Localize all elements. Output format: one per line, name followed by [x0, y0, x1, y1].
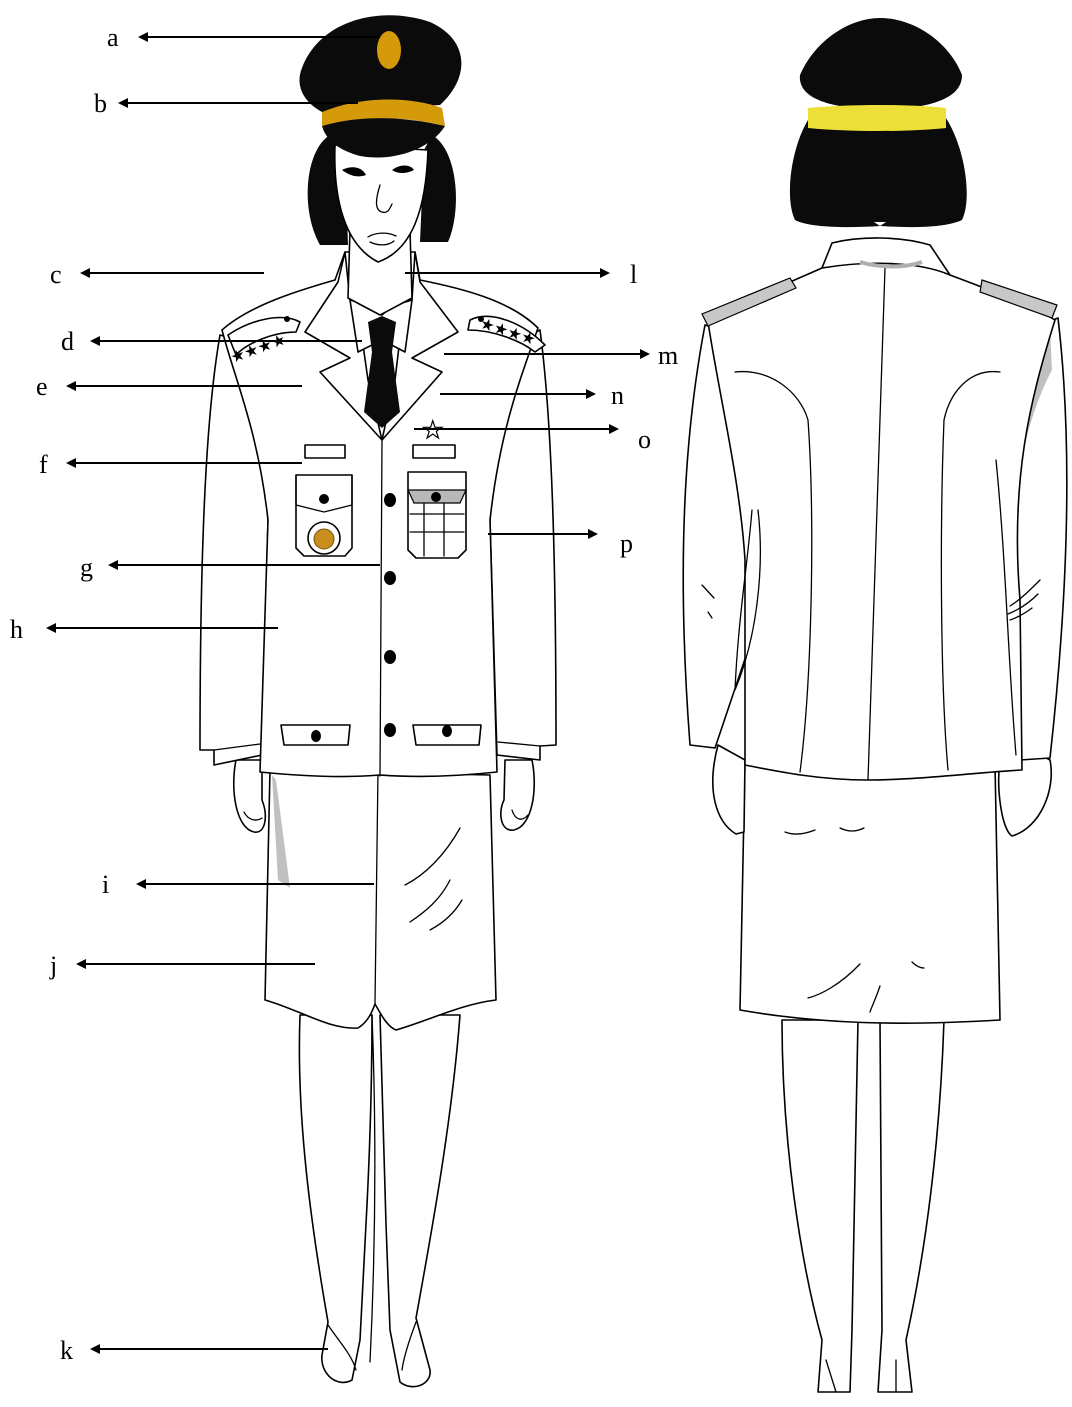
callout-m: m [658, 341, 678, 370]
front-cap [299, 15, 461, 112]
callout-e: e [36, 372, 48, 401]
back-cap-band [808, 105, 946, 131]
callout-g: g [80, 553, 93, 582]
callout-f: f [39, 450, 48, 479]
right-chest-pocket [408, 472, 466, 558]
callout-c: c [50, 260, 62, 289]
callout-n: n [611, 381, 624, 410]
back-cap [800, 18, 962, 110]
medal-icon [314, 529, 334, 549]
callout-d: d [61, 327, 74, 356]
front-left-leg [299, 1015, 372, 1382]
back-figure [683, 18, 1067, 1392]
back-jacket [708, 244, 1055, 780]
callout-h: h [10, 615, 23, 644]
callout-a: a [107, 23, 119, 52]
front-figure: ★★★★ ★★★★ ★ [200, 15, 556, 1386]
callout-b: b [94, 89, 107, 118]
front-tie [368, 316, 396, 352]
back-hair [790, 118, 967, 227]
front-right-leg [380, 1015, 460, 1387]
callout-o: o [638, 425, 651, 454]
callout-k: k [60, 1336, 73, 1365]
callout-p: p [620, 529, 633, 558]
back-skirt [740, 760, 1000, 1023]
cap-badge-icon [377, 31, 401, 69]
star-icon: ★ [422, 418, 444, 444]
callout-j: j [49, 951, 57, 980]
callout-l: l [630, 260, 637, 289]
callout-i: i [102, 870, 109, 899]
